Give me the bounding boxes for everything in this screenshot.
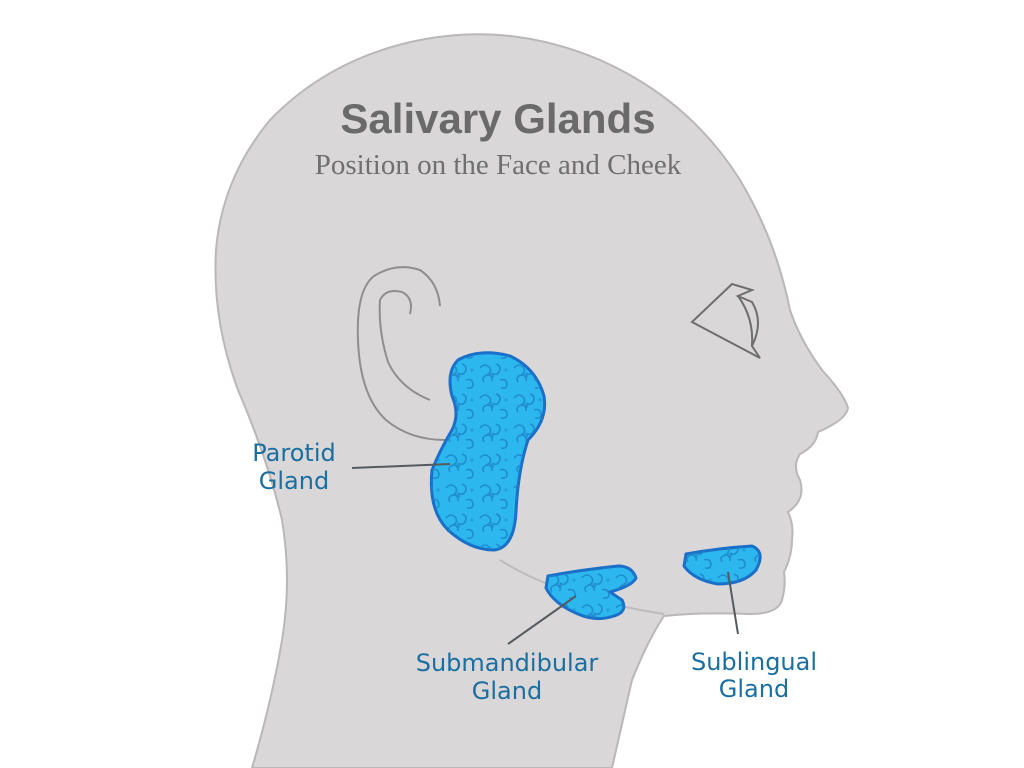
sublingual-leader-line — [727, 571, 739, 635]
parotid-gland-texture — [431, 352, 545, 550]
ear-outline — [356, 266, 446, 441]
submandibular-label-line2: Gland — [472, 677, 542, 705]
sublingual-label-line1: Sublingual — [691, 648, 817, 676]
submandibular-leader-line — [507, 595, 577, 645]
eye-outline — [690, 282, 761, 359]
parotid-label-line2: Gland — [259, 467, 329, 495]
parotid-leader-line — [351, 463, 451, 469]
sublingual-label-line2: Gland — [719, 675, 789, 703]
page-subtitle: Position on the Face and Cheek — [315, 149, 682, 181]
submandibular-label-line1: Submandibular — [416, 649, 599, 677]
page-title: Salivary Glands — [340, 95, 655, 142]
parotid-label-line1: Parotid — [252, 439, 335, 467]
sublingual-gland-texture — [684, 546, 761, 584]
submandibular-gland-texture — [546, 566, 636, 619]
